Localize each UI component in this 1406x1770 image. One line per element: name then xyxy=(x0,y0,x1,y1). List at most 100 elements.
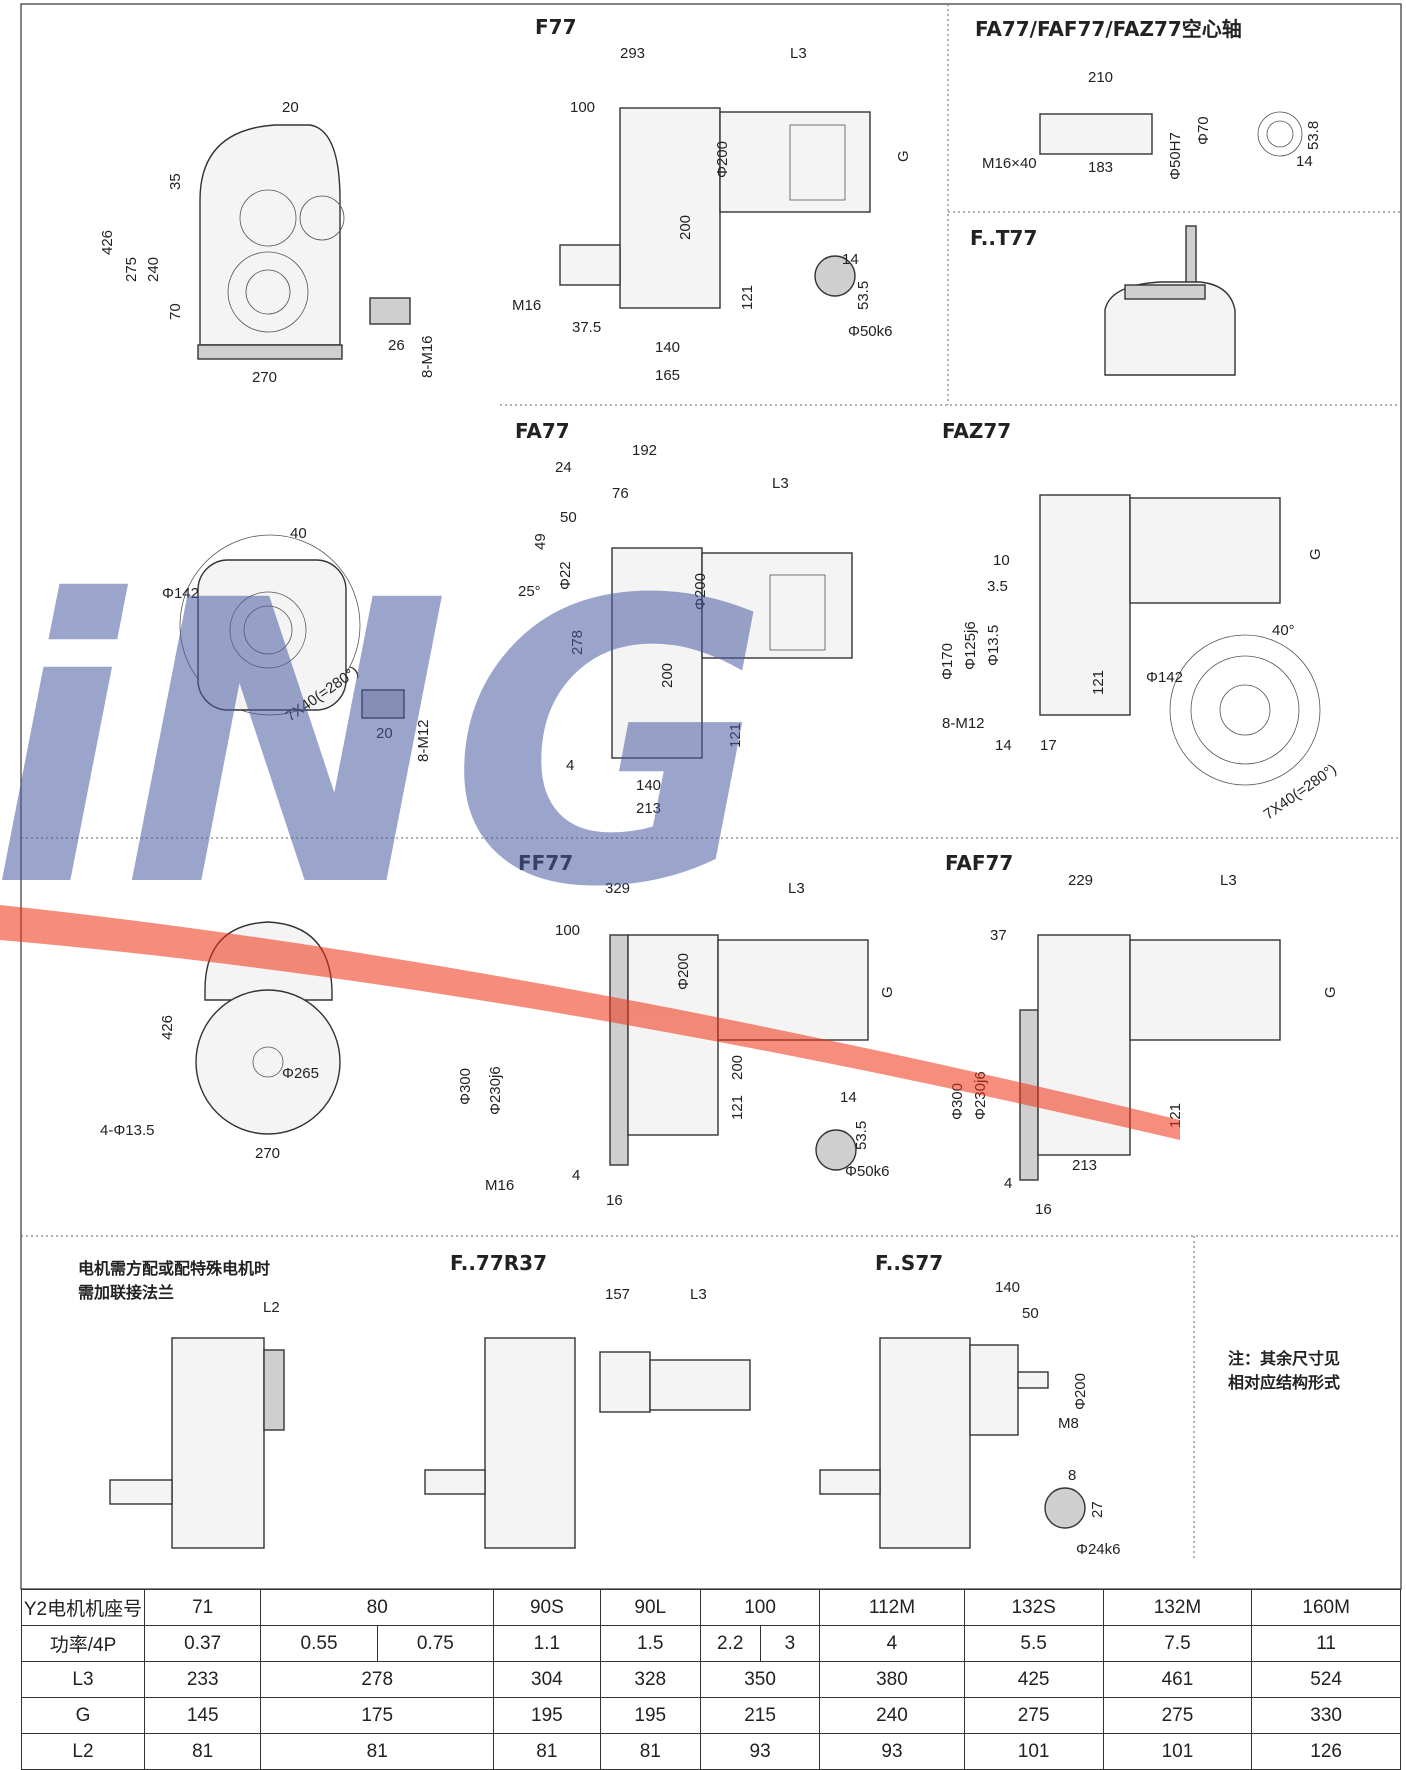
table-cell: 71 xyxy=(143,1589,262,1626)
dim-label: 50 xyxy=(1022,1305,1039,1322)
dim-label: 165 xyxy=(655,367,680,384)
dim-label: G xyxy=(1307,548,1324,560)
watermark: iNG xyxy=(0,518,1180,1140)
dim-label: 192 xyxy=(632,442,657,459)
dim-label: G xyxy=(895,150,912,162)
dim-label: 229 xyxy=(1068,872,1093,889)
view-title-hollow-shaft: FA77/FAF77/FAZ77空心轴 xyxy=(975,17,1242,41)
adapter-note-line: 电机需方配或配特殊电机时 xyxy=(78,1259,270,1278)
dim-label: Φ200 xyxy=(714,141,731,178)
dim-label: 37.5 xyxy=(572,319,601,336)
table-cell: 100 xyxy=(699,1589,821,1626)
dim-label: 270 xyxy=(255,1145,280,1162)
table-cell: 275 xyxy=(1102,1697,1253,1734)
view-title-f77r37: F..77R37 xyxy=(450,1251,547,1275)
dim-label: 200 xyxy=(729,1055,746,1080)
dim-label: L3 xyxy=(690,1286,707,1303)
table-cell: 1.5 xyxy=(599,1625,701,1662)
dim-label: 4 xyxy=(572,1167,580,1184)
dim-label: Φ300 xyxy=(949,1083,966,1120)
remark-line: 注：其余尺寸见 xyxy=(1228,1349,1340,1368)
table-cell: 90S xyxy=(493,1589,601,1626)
dim-label: 275 xyxy=(123,257,140,282)
dim-label: L3 xyxy=(788,880,805,897)
table-cell: 175 xyxy=(260,1697,495,1734)
dim-label: 14 xyxy=(840,1089,857,1106)
dim-label: 50 xyxy=(560,509,577,526)
table-cell: 304 xyxy=(493,1661,601,1698)
dim-label: L2 xyxy=(263,1299,280,1316)
table-cell: 195 xyxy=(493,1697,601,1734)
faz77-drawing xyxy=(1039,494,1321,786)
dim-label: 4-Φ13.5 xyxy=(100,1122,155,1139)
dim-label: Φ142 xyxy=(162,585,199,602)
table-cell: 101 xyxy=(963,1733,1104,1770)
table-cell: 330 xyxy=(1251,1697,1401,1734)
dim-label: 426 xyxy=(99,230,116,255)
dim-label: 53.5 xyxy=(853,1121,870,1150)
dim-label: 329 xyxy=(605,880,630,897)
dim-label: 8 xyxy=(1068,1467,1076,1484)
table-cell: 90L xyxy=(599,1589,701,1626)
dim-label: Φ22 xyxy=(557,561,574,590)
table-cell: 101 xyxy=(1102,1733,1253,1770)
dim-label: Φ300 xyxy=(457,1068,474,1105)
dim-label: Φ24k6 xyxy=(1076,1541,1121,1558)
table-cell: 350 xyxy=(699,1661,821,1698)
faf77-drawing xyxy=(1019,934,1281,1181)
dim-label: 140 xyxy=(655,339,680,356)
table-cell: 112M xyxy=(819,1589,965,1626)
table-subcell: 2.2 xyxy=(717,1632,744,1654)
dim-label: 3.5 xyxy=(987,578,1008,595)
remark-line: 相对应结构形式 xyxy=(1228,1373,1340,1392)
dim-label: M16×40 xyxy=(982,155,1037,172)
dim-label: 140 xyxy=(995,1279,1020,1296)
table-subcell: 3 xyxy=(759,1626,820,1661)
dim-label: 8-M12 xyxy=(942,715,985,732)
table-cell: 7.5 xyxy=(1102,1625,1253,1662)
table-cell: 425 xyxy=(963,1661,1104,1698)
table-cell: 81 xyxy=(599,1733,701,1770)
dim-label: 121 xyxy=(729,1095,746,1120)
dim-label: 20 xyxy=(282,99,299,116)
dim-label: 270 xyxy=(252,369,277,386)
drawing-sheet: 20 35 426 275 240 70 270 26 8-M16 F77 29… xyxy=(0,3,1402,1590)
fs77-drawing xyxy=(819,1337,1086,1549)
dim-label: 17 xyxy=(1040,737,1057,754)
table-cell: 4 xyxy=(819,1625,965,1662)
dim-label: 278 xyxy=(569,630,586,655)
row-header: G xyxy=(21,1697,145,1734)
dim-label: Φ70 xyxy=(1195,116,1212,145)
table-cell: 0.37 xyxy=(143,1625,262,1662)
dim-label: L3 xyxy=(1220,872,1237,889)
table-cell: 93 xyxy=(819,1733,965,1770)
view-title-faz77: FAZ77 xyxy=(942,419,1011,443)
table-cell: 81 xyxy=(493,1733,601,1770)
dim-label: 210 xyxy=(1088,69,1113,86)
dim-label: 49 xyxy=(532,533,549,550)
table-cell: 195 xyxy=(599,1697,701,1734)
dim-label: 16 xyxy=(1035,1201,1052,1218)
table-cell: 93 xyxy=(699,1733,821,1770)
row-header: L2 xyxy=(21,1733,145,1770)
dim-label: G xyxy=(1322,986,1339,998)
f77r37-drawing xyxy=(424,1337,751,1549)
table-cell: 126 xyxy=(1251,1733,1401,1770)
hollow-shaft-drawing xyxy=(1039,111,1303,157)
dim-label: 53.8 xyxy=(1305,121,1322,150)
table-cell: 275 xyxy=(963,1697,1104,1734)
dim-label: 200 xyxy=(677,215,694,240)
dim-label: 16 xyxy=(606,1192,623,1209)
dim-label: Φ125j6 xyxy=(962,621,979,670)
dim-label: 40° xyxy=(1272,622,1295,639)
dim-label: 157 xyxy=(605,1286,630,1303)
table-subcell: 0.55 xyxy=(300,1632,338,1654)
fa77-drawing xyxy=(611,547,853,759)
table-cell: 11 xyxy=(1251,1625,1401,1662)
dim-label: 293 xyxy=(620,45,645,62)
